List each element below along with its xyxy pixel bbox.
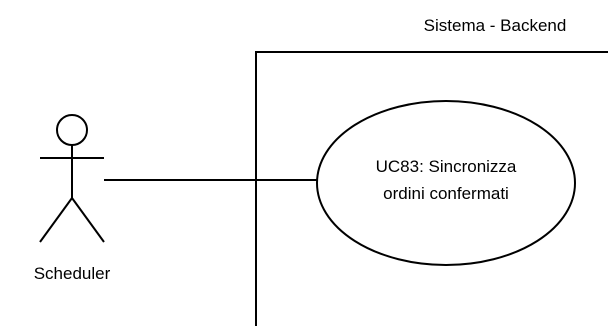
- actor-right-leg: [71, 197, 105, 243]
- use-case-label-line-2: ordini confermati: [383, 184, 509, 203]
- system-boundary-title: Sistema - Backend: [424, 16, 567, 35]
- actor-head: [56, 114, 88, 146]
- actor-label: Scheduler: [34, 264, 111, 283]
- actor-left-leg: [39, 197, 73, 243]
- use-case-label-line-1: UC83: Sincronizza: [376, 157, 517, 176]
- use-case-ellipse: [316, 100, 576, 266]
- system-boundary: [255, 51, 608, 326]
- actor-figure: [39, 114, 105, 243]
